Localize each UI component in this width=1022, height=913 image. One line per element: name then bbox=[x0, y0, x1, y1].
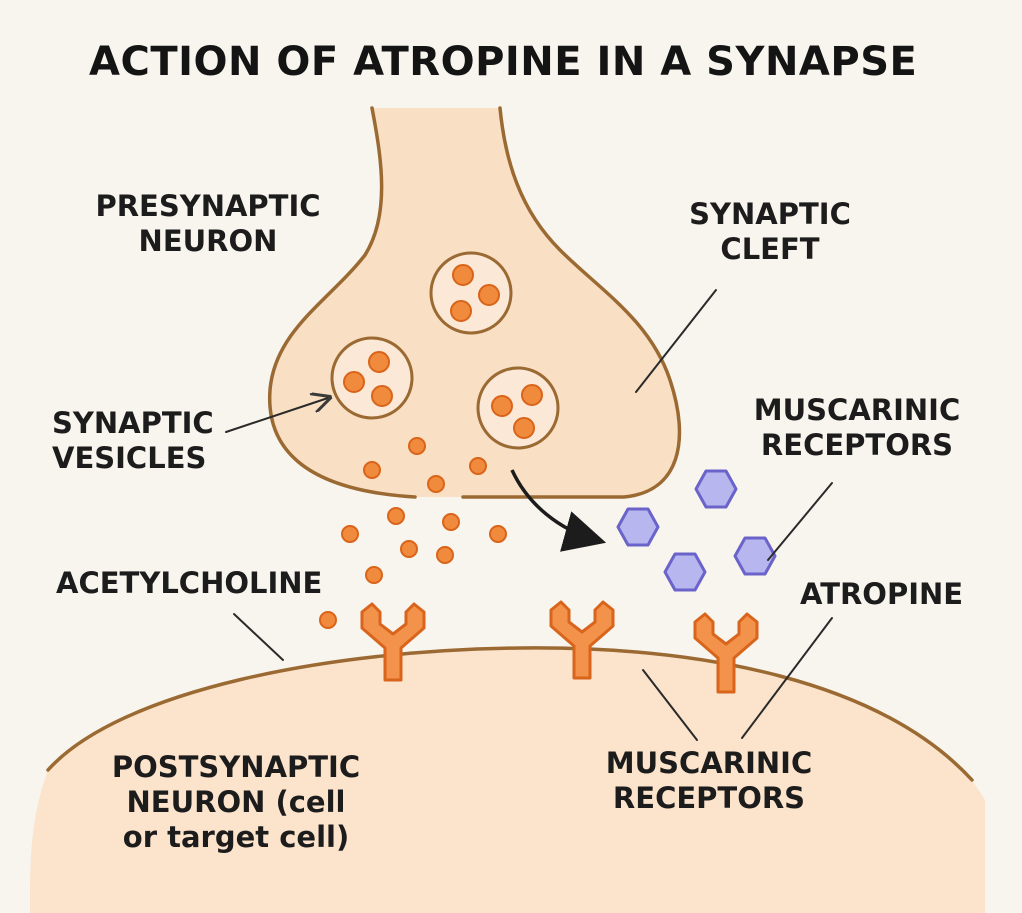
acetylcholine-molecule bbox=[341, 525, 359, 543]
postsynaptic-neuron bbox=[30, 646, 985, 913]
released-acetylcholine bbox=[319, 437, 507, 629]
postsynaptic-body bbox=[30, 647, 985, 913]
postsynaptic-label-line2: NEURON (cell bbox=[126, 784, 346, 819]
muscarinic-receptor bbox=[549, 600, 615, 680]
acetylcholine-molecule bbox=[319, 611, 337, 629]
postsynaptic-membrane bbox=[46, 646, 974, 782]
muscarinic-top-line1: MUSCARINIC bbox=[753, 393, 961, 427]
synaptic-vesicles-label-line1: SYNAPTIC bbox=[52, 406, 214, 440]
leader-muscarinic-bottom bbox=[642, 669, 698, 741]
acetylcholine-molecule bbox=[491, 395, 513, 417]
muscarinic-bottom-line1: MUSCARINIC bbox=[605, 746, 813, 780]
muscarinic-receptors-top-label: MUSCARINIC RECEPTORS bbox=[742, 393, 972, 463]
atropine-molecule bbox=[616, 507, 660, 547]
acetylcholine-molecule bbox=[469, 457, 487, 475]
vesicle-left bbox=[330, 336, 414, 420]
synaptic-cleft-label-line2: CLEFT bbox=[720, 231, 820, 266]
acetylcholine-molecule bbox=[343, 371, 365, 393]
acetylcholine-molecule bbox=[521, 384, 543, 406]
acetylcholine-molecule bbox=[452, 264, 474, 286]
acetylcholine-molecule bbox=[436, 546, 454, 564]
acetylcholine-molecule bbox=[489, 525, 507, 543]
presynaptic-outline-left bbox=[267, 106, 417, 499]
postsynaptic-label-line1: POSTSYNAPTIC bbox=[111, 750, 361, 784]
acetylcholine-label: ACETYLCHOLINE bbox=[56, 566, 323, 600]
synaptic-cleft-label-line1: SYNAPTIC bbox=[689, 197, 851, 231]
acetylcholine-molecule bbox=[513, 417, 535, 439]
acetylcholine-molecule bbox=[368, 351, 390, 373]
acetylcholine-molecule bbox=[365, 566, 383, 584]
leader-atropine bbox=[741, 617, 833, 739]
leader-synaptic-cleft bbox=[635, 289, 717, 393]
presynaptic-label-line1: PRESYNAPTIC bbox=[95, 189, 321, 223]
atropine-molecule bbox=[663, 552, 707, 592]
atropine-molecules bbox=[616, 469, 777, 592]
acetylcholine-molecule bbox=[408, 437, 426, 455]
diagram-title: ACTION OF ATROPINE IN A SYNAPSE bbox=[89, 39, 918, 85]
acetylcholine-molecule bbox=[427, 475, 445, 493]
muscarinic-bottom-line2: RECEPTORS bbox=[612, 780, 806, 815]
vesicle-top bbox=[429, 251, 513, 335]
leader-lines bbox=[225, 289, 833, 741]
acetylcholine-molecule bbox=[478, 284, 500, 306]
synaptic-vesicles-label-line2: VESICLES bbox=[52, 440, 207, 475]
postsynaptic-neuron-label: POSTSYNAPTIC NEURON (cell or target cell… bbox=[96, 750, 376, 854]
release-arrow bbox=[510, 469, 607, 552]
muscarinic-top-line2: RECEPTORS bbox=[760, 427, 954, 462]
leader-acetylcholine bbox=[233, 613, 284, 661]
vesicle-right bbox=[476, 366, 560, 450]
acetylcholine-molecule bbox=[400, 540, 418, 558]
muscarinic-receptor bbox=[693, 612, 759, 694]
acetylcholine-molecule bbox=[442, 513, 460, 531]
atropine-molecule bbox=[733, 536, 777, 576]
postsynaptic-label-line3: or target cell) bbox=[122, 819, 350, 854]
acetylcholine-molecule bbox=[450, 300, 472, 322]
synaptic-vesicles-label: SYNAPTIC VESICLES bbox=[52, 406, 214, 476]
presynaptic-neuron-label: PRESYNAPTIC NEURON bbox=[88, 189, 328, 259]
presynaptic-label-line2: NEURON bbox=[138, 223, 278, 258]
synaptic-cleft-label: SYNAPTIC CLEFT bbox=[680, 197, 860, 267]
atropine-label: ATROPINE bbox=[800, 577, 964, 611]
presynaptic-outline-right bbox=[461, 106, 682, 499]
muscarinic-receptors-bottom-label: MUSCARINIC RECEPTORS bbox=[594, 746, 824, 816]
acetylcholine-molecule bbox=[371, 385, 393, 407]
acetylcholine-molecule bbox=[363, 461, 381, 479]
muscarinic-receptor bbox=[360, 602, 426, 682]
atropine-molecule bbox=[694, 469, 738, 509]
receptors bbox=[360, 600, 759, 694]
acetylcholine-molecule bbox=[387, 507, 405, 525]
leader-muscarinic-top bbox=[767, 482, 833, 561]
leader-synaptic-vesicles bbox=[225, 398, 328, 433]
